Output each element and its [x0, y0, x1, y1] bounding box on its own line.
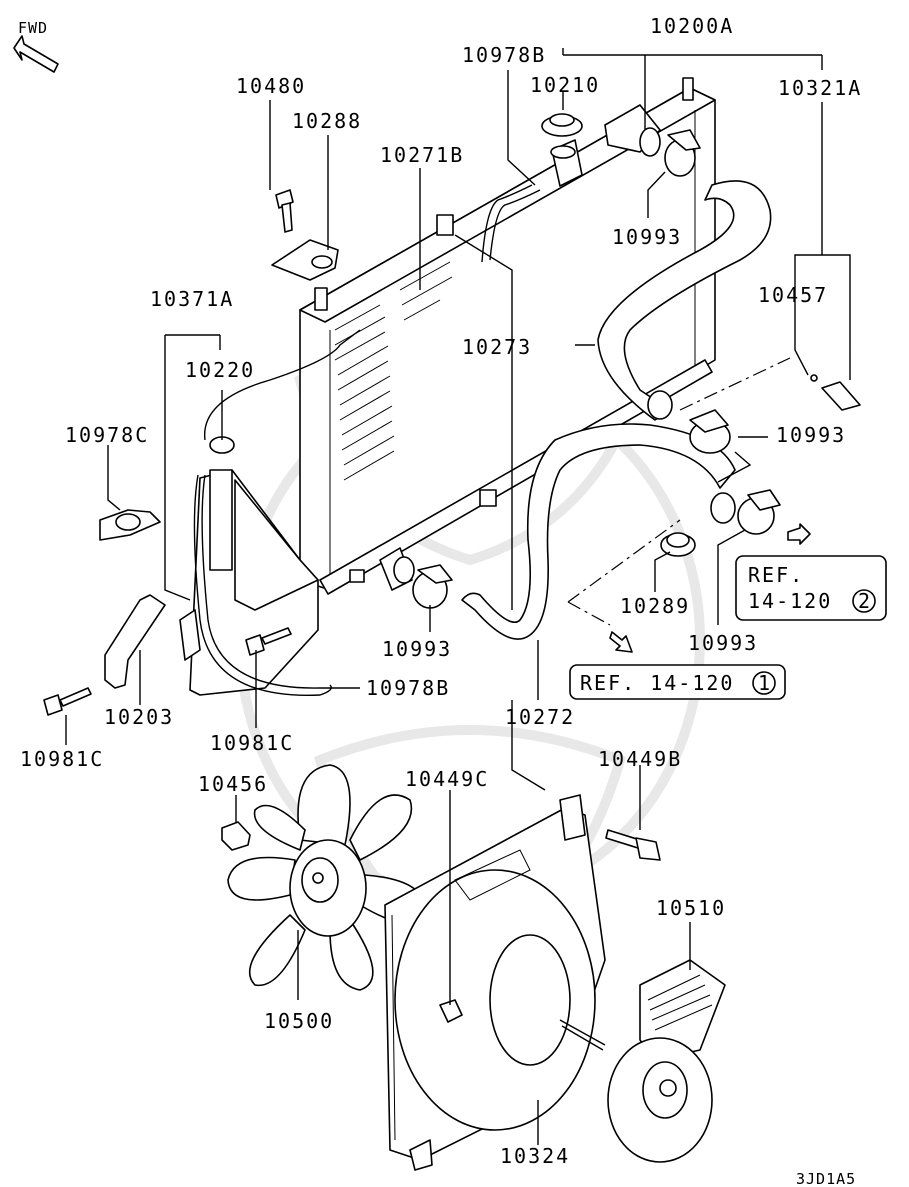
label-10273: 10273	[462, 335, 532, 359]
diagram-code: 3JD1A5	[796, 1170, 856, 1187]
ref-box-1[interactable]: REF. 14-120 1	[569, 664, 786, 700]
label-10981C-right: 10981C	[210, 731, 294, 755]
bolt-10480	[275, 189, 294, 233]
label-10449B: 10449B	[598, 747, 682, 771]
label-10321A: 10321A	[778, 76, 862, 100]
bolt-10449B	[605, 829, 661, 861]
cooling-fan	[227, 764, 427, 991]
label-10978B-top: 10978B	[462, 43, 546, 67]
label-10288: 10288	[292, 109, 362, 133]
ref2-arrow-icon	[787, 523, 811, 545]
ref2-line2: 14-120	[748, 589, 832, 613]
label-10457: 10457	[758, 283, 828, 307]
bolt-10457	[810, 374, 861, 411]
radiator-core-fins	[334, 261, 453, 481]
fwd-arrow-icon	[13, 35, 59, 73]
label-10449C: 10449C	[405, 767, 489, 791]
ref2-line1: REF.	[748, 563, 804, 587]
reserve-hose	[204, 329, 361, 441]
hose-clamp-mid	[689, 409, 731, 454]
grommet	[660, 532, 696, 557]
ref1-number: 1	[758, 671, 770, 695]
label-10981C-left: 10981C	[20, 747, 104, 771]
clip-10978C	[99, 509, 161, 541]
bracket-10203	[104, 594, 166, 689]
lower-radiator-hose	[461, 423, 736, 640]
hose-clamp-upper	[664, 129, 701, 177]
fan-shroud	[384, 794, 606, 1171]
leader-lines	[65, 48, 851, 1145]
label-10371A: 10371A	[150, 287, 234, 311]
bolt-10981C-right	[245, 627, 292, 656]
label-10210: 10210	[530, 73, 600, 97]
hose-clamp-lower-left	[412, 564, 453, 609]
radiator-cap	[541, 113, 583, 137]
ref1-arrow-icon	[609, 631, 633, 653]
label-10203: 10203	[104, 705, 174, 729]
bolt-10981C-left	[43, 687, 92, 716]
label-10993-top: 10993	[612, 225, 682, 249]
label-10220: 10220	[185, 358, 255, 382]
hose-clamp-lower-right	[737, 489, 781, 535]
ref1-text: REF. 14-120	[580, 671, 734, 695]
label-10993-lower-right: 10993	[688, 631, 758, 655]
label-10289: 10289	[620, 594, 690, 618]
label-10200A: 10200A	[650, 14, 734, 38]
reserve-tank	[179, 436, 319, 696]
ref-box-2[interactable]: REF. 14-120 2	[735, 555, 887, 621]
label-10272: 10272	[505, 705, 575, 729]
fwd-label: FWD	[18, 19, 48, 37]
label-10456: 10456	[198, 772, 268, 796]
label-10993-lower-left: 10993	[382, 637, 452, 661]
label-10500: 10500	[264, 1009, 334, 1033]
label-10978B-bottom: 10978B	[366, 676, 450, 700]
ref2-number: 2	[858, 589, 870, 613]
upper-radiator-hose	[597, 180, 772, 421]
label-10480: 10480	[236, 74, 306, 98]
label-10271B: 10271B	[380, 143, 464, 167]
bracket-10288	[271, 239, 339, 281]
fan-nut	[221, 821, 251, 851]
fan-motor	[559, 959, 726, 1163]
overflow-tube-top	[489, 189, 541, 261]
label-10510: 10510	[656, 896, 726, 920]
label-10978C: 10978C	[65, 423, 149, 447]
label-10993-mid: 10993	[776, 423, 846, 447]
label-10324: 10324	[500, 1144, 570, 1168]
